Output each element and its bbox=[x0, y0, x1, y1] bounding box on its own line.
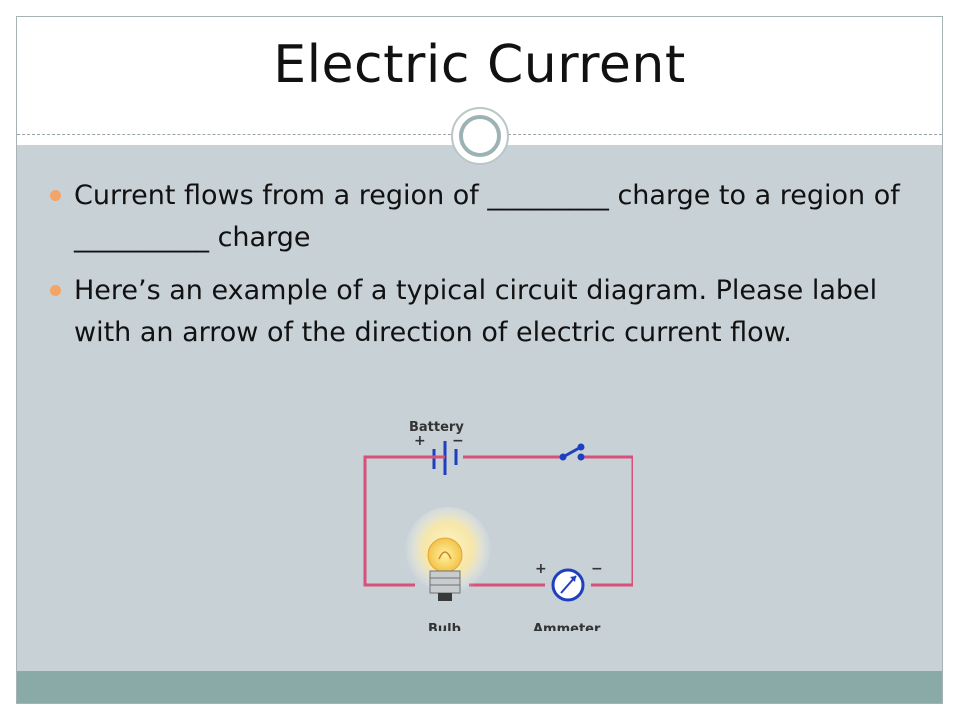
bullet-text: Current flows from a region of _________… bbox=[74, 180, 900, 253]
switch-icon bbox=[559, 443, 585, 461]
slide-title: Electric Current bbox=[273, 35, 686, 95]
ammeter-plus: + bbox=[535, 561, 547, 577]
ammeter-icon bbox=[551, 568, 585, 602]
bullet-text: Here’s an example of a typical circuit d… bbox=[74, 275, 878, 348]
battery-label: Battery bbox=[409, 420, 464, 435]
wire-left bbox=[363, 455, 445, 587]
bullet-item: Here’s an example of a typical circuit d… bbox=[17, 270, 942, 354]
bulb-icon bbox=[404, 507, 492, 601]
ring-ornament-icon bbox=[451, 107, 509, 165]
bulb-label: Bulb bbox=[428, 622, 461, 631]
slide: Electric Current Current flows from a re… bbox=[16, 16, 943, 704]
wire-right bbox=[583, 455, 633, 587]
bullet-list: Current flows from a region of _________… bbox=[17, 175, 942, 365]
bullet-item: Current flows from a region of _________… bbox=[17, 175, 942, 259]
footer-bar bbox=[17, 671, 942, 703]
battery-icon bbox=[431, 441, 458, 475]
bullet-dot-icon bbox=[50, 190, 61, 201]
battery-minus: − bbox=[452, 433, 464, 449]
circuit-wires bbox=[363, 455, 633, 587]
ammeter-minus: − bbox=[591, 561, 603, 577]
battery-plus: + bbox=[414, 433, 426, 449]
circuit-diagram: Battery + − Bulb + − Ammeter bbox=[363, 420, 633, 631]
ammeter-label: Ammeter bbox=[533, 622, 601, 631]
bullet-dot-icon bbox=[50, 285, 61, 296]
